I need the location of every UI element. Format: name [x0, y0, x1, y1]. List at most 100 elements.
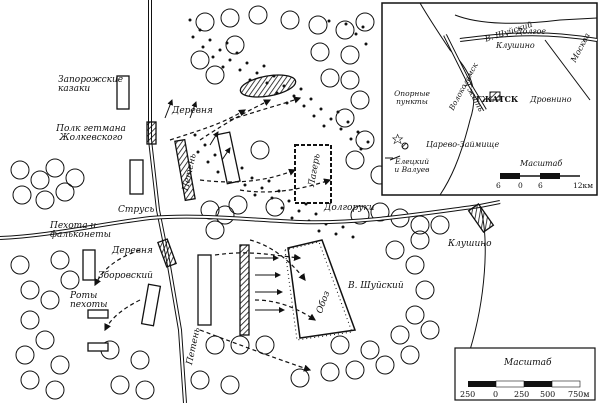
brush-dot	[213, 153, 217, 157]
label-shuisky: В. Шуйский	[348, 281, 404, 291]
forest-clump	[250, 140, 270, 160]
brush-dot	[344, 22, 348, 26]
forest-clump	[335, 108, 355, 128]
forest-clump	[430, 215, 450, 235]
attack-arrows	[164, 99, 285, 313]
brush-dot	[317, 229, 321, 233]
brush-dot	[290, 216, 294, 220]
brush-dot	[255, 71, 259, 75]
forest-clump	[12, 185, 32, 205]
forest-clump	[410, 230, 430, 250]
scale-tick-0: 250	[460, 390, 476, 399]
brush-dot	[312, 114, 316, 118]
inset-label-eletsky: Елецкий и Валуев	[394, 157, 430, 174]
inset-label-opornye: Опорные пункты	[394, 89, 430, 106]
forest-clump	[228, 195, 248, 215]
inset-label-klushino: Клушино	[496, 41, 535, 50]
label-zaporozh: Запорожские казаки	[58, 75, 124, 94]
brush-dot	[349, 137, 353, 141]
brush-dot	[341, 225, 345, 229]
brush-dot	[208, 38, 212, 42]
forest-clump	[320, 68, 340, 88]
inset-scale-title: Масштаб	[520, 159, 563, 168]
forest-clump	[135, 380, 155, 400]
inset-label-drovnino: Дровнино	[530, 95, 572, 104]
forest-clump	[30, 170, 50, 190]
forest-clump	[20, 310, 40, 330]
label-dolgorukiy: Долгоруки	[324, 203, 375, 213]
scale-tick-4: 750м	[568, 390, 590, 399]
movement-arrows	[94, 96, 332, 372]
brush-dot	[198, 28, 202, 32]
forest-clump	[360, 340, 380, 360]
label-derevnya-south: Деревня	[112, 246, 153, 256]
brush-dot	[221, 65, 225, 69]
brush-dot	[319, 107, 323, 111]
brush-dot	[238, 68, 242, 72]
brush-dot	[260, 186, 264, 190]
label-zborovsky: Зборовский	[98, 271, 153, 281]
forest-clump	[40, 290, 60, 310]
forest-clump	[110, 375, 130, 395]
inset-label-tsarevo: Царево-Займище	[426, 140, 500, 149]
brush-dot	[203, 143, 207, 147]
inset-scale-tick-0: 6	[496, 181, 501, 190]
forest-clump	[320, 362, 340, 382]
brush-dot	[196, 150, 200, 154]
forest-clump	[35, 330, 55, 350]
forest-clump	[130, 350, 150, 370]
forest-clump	[345, 150, 365, 170]
army-units	[82, 74, 495, 352]
forest-clump	[20, 280, 40, 300]
brush-dot	[329, 117, 333, 121]
forest-clump	[60, 270, 80, 290]
brush-dot	[262, 64, 266, 68]
forest-clump	[290, 368, 310, 388]
forest-clump	[370, 202, 390, 222]
inset-label-dolgoe: Долгое	[516, 27, 547, 36]
forest-clump	[390, 325, 410, 345]
brush-dot	[364, 42, 368, 46]
label-struss: Струсь	[118, 205, 155, 215]
brush-dot	[299, 87, 303, 91]
forest-clump	[230, 335, 250, 355]
forest-clump	[420, 320, 440, 340]
forest-clump	[350, 205, 370, 225]
forest-clump	[205, 220, 225, 240]
forest-clump	[405, 305, 425, 325]
forest-clump	[335, 20, 355, 40]
forest-clump	[405, 255, 425, 275]
label-polki: Полк гетмана Жолкевского	[56, 124, 126, 143]
forest-clump	[20, 370, 40, 390]
brush-dot	[339, 127, 343, 131]
brush-dot	[322, 124, 326, 128]
brush-dot	[334, 232, 338, 236]
forest-clump	[400, 345, 420, 365]
inset-map	[381, 2, 598, 196]
forest-clump	[10, 160, 30, 180]
forest-clump	[10, 255, 30, 275]
label-pekhota: Пехота и фальконеты	[50, 221, 111, 240]
brush-dot	[191, 35, 195, 39]
forest-clump	[195, 12, 215, 32]
brush-dot	[228, 58, 232, 62]
label-klushino: Клушино	[448, 239, 492, 249]
forest-clump	[205, 65, 225, 85]
scale-tick-3: 500	[540, 390, 556, 399]
forest-clump	[190, 50, 210, 70]
forest-clump	[375, 355, 395, 375]
brush-dot	[280, 206, 284, 210]
road-main	[148, 0, 187, 403]
forest-clump	[340, 45, 360, 65]
scale-title: Масштаб	[504, 358, 552, 368]
brush-dot	[218, 48, 222, 52]
brush-dot	[356, 130, 360, 134]
brush-dot	[336, 110, 340, 114]
forest-clump	[220, 8, 240, 28]
brush-dot	[287, 199, 291, 203]
brush-dot	[253, 193, 257, 197]
forest-clump	[265, 197, 285, 217]
inset-scale-tick-1: 0	[518, 181, 523, 190]
forest-clump	[50, 355, 70, 375]
brush-dot	[225, 41, 229, 45]
